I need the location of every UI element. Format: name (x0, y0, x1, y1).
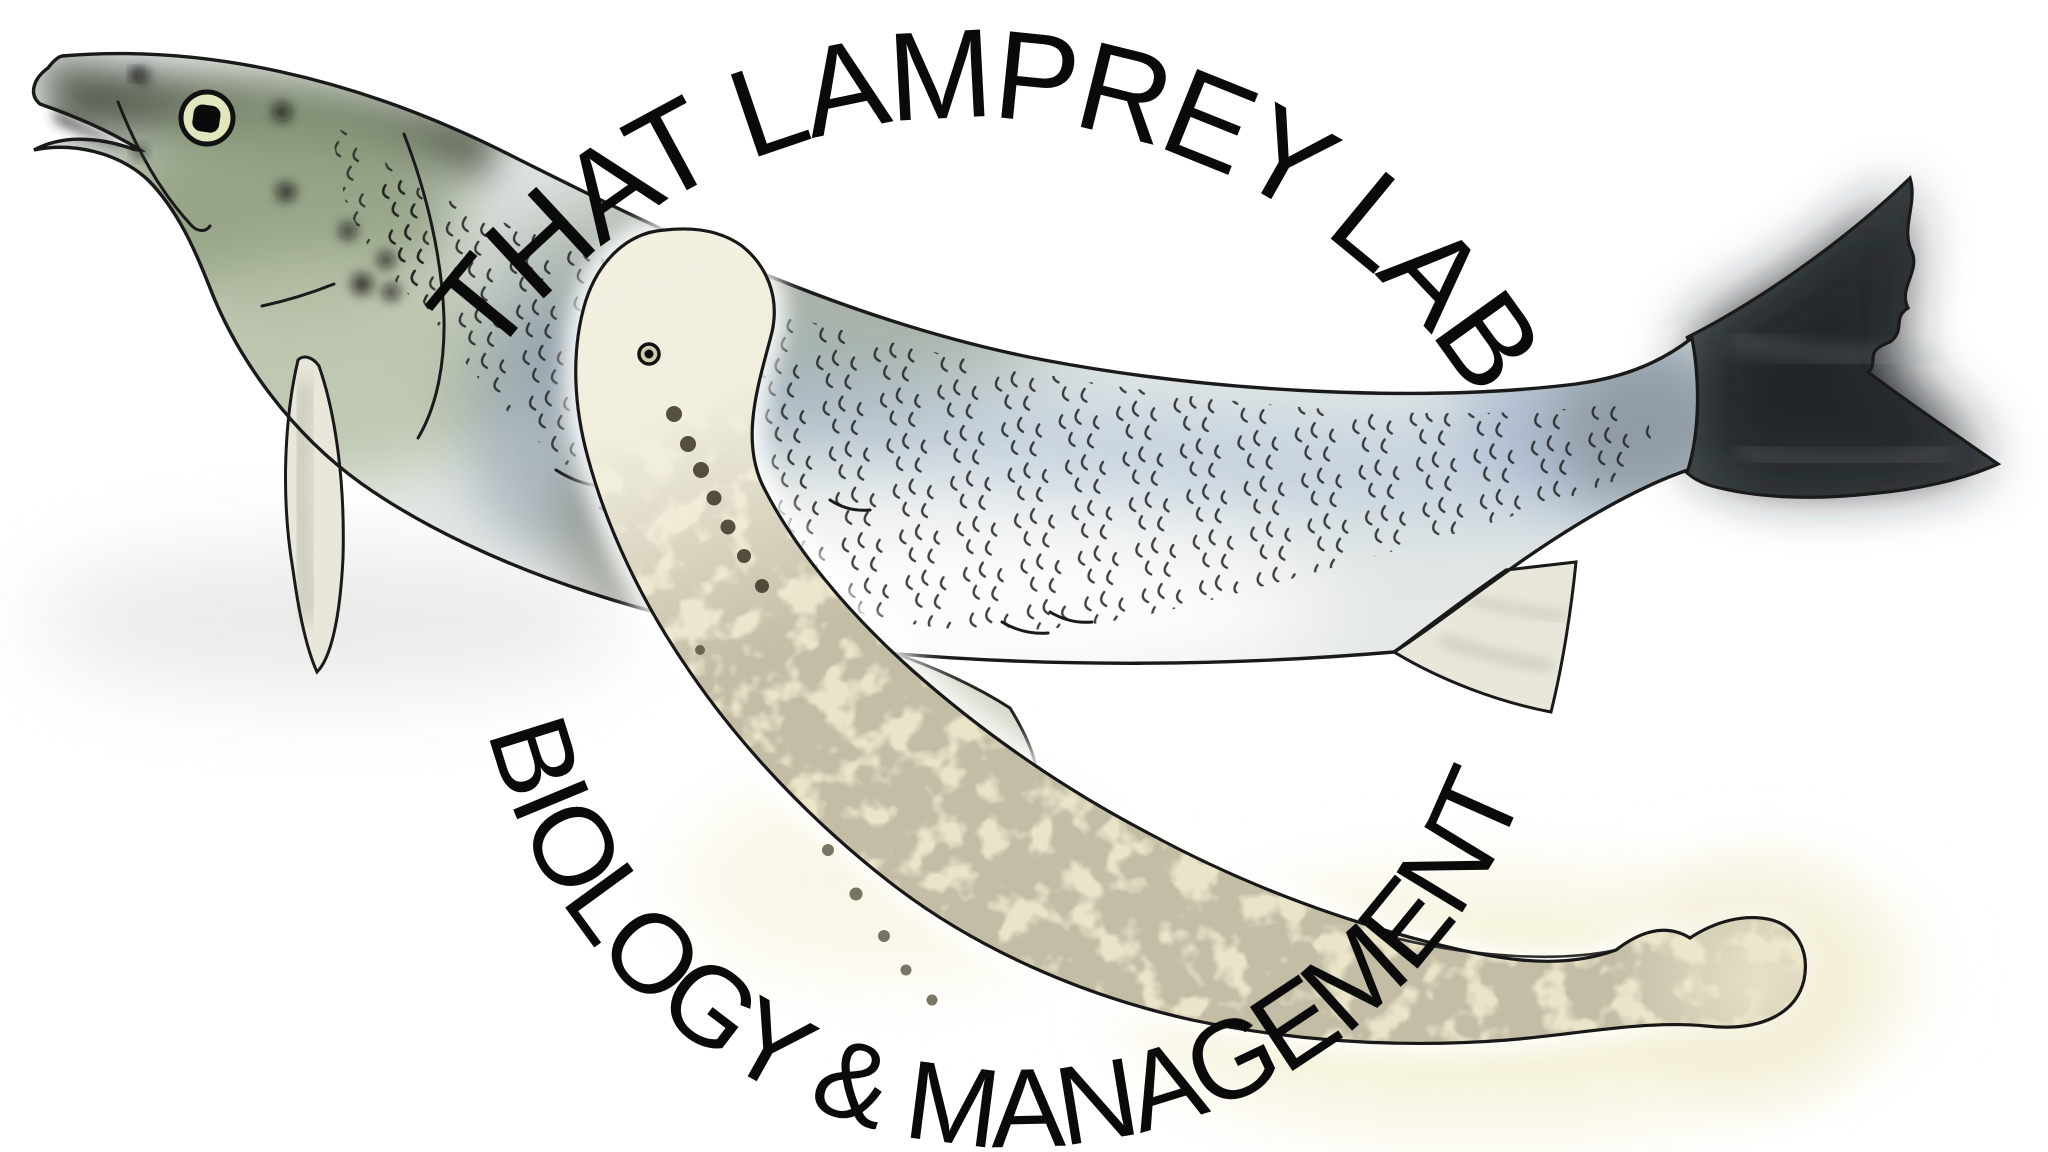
lamprey-illustration (563, 216, 1910, 1130)
fish-gill-line (402, 132, 446, 440)
lamprey-outline (574, 227, 1807, 1045)
fish-jaw-line (116, 100, 212, 232)
fish-eye (178, 89, 236, 147)
fish-eye-pupil (192, 104, 221, 133)
fish-cheek-line (260, 282, 336, 308)
lamprey-tail-fade (1610, 830, 1910, 1130)
fish-pectoral-fin (284, 355, 345, 675)
lamprey-gill-pores (666, 406, 769, 593)
fish-head-spots (135, 69, 399, 300)
lamprey-eye (637, 342, 661, 366)
lamprey-head (575, 228, 1806, 1044)
lamprey-spots (695, 645, 938, 1006)
fish-outline (31, 51, 1700, 665)
fish-tail-fin (1682, 175, 2002, 499)
fish-anal-fin (1391, 560, 1578, 714)
lamprey-fin-fold-line (1394, 936, 1617, 959)
